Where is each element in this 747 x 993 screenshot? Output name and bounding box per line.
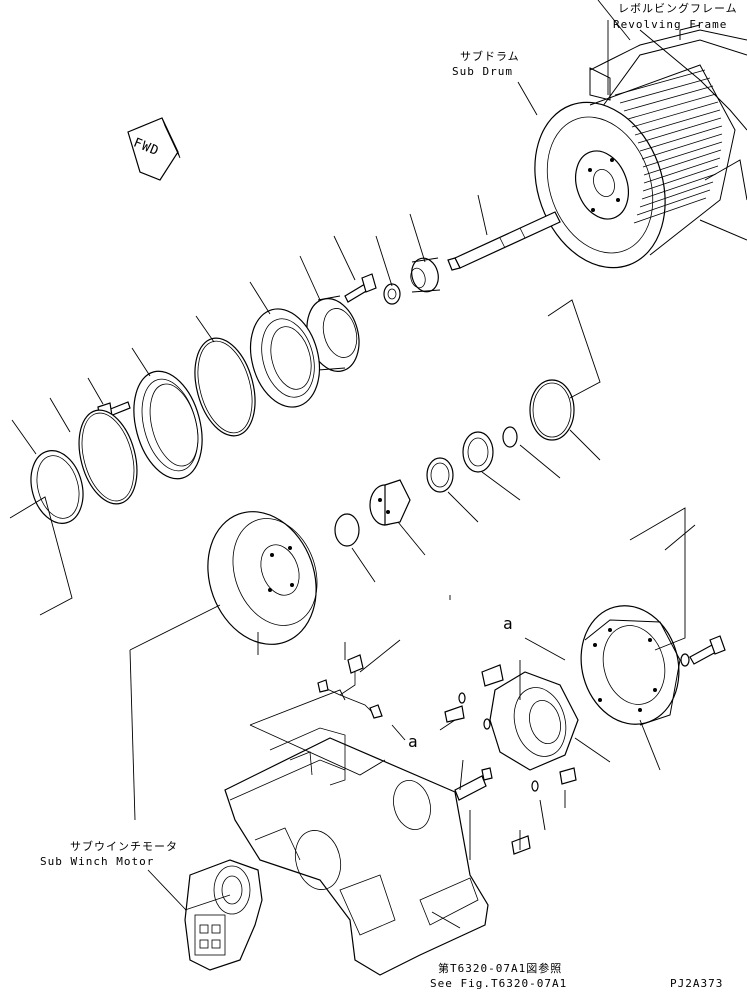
drawing-number: PJ2A373 bbox=[670, 977, 724, 990]
bearing-retainer bbox=[306, 295, 360, 372]
detail-a-label-top: a bbox=[503, 614, 514, 633]
roller-bearing bbox=[249, 308, 321, 408]
sub-drum bbox=[534, 64, 736, 269]
drive-shaft bbox=[447, 211, 561, 271]
sub-winch-motor-label-jp: サブウインチモータ bbox=[70, 840, 178, 853]
circlip bbox=[502, 426, 518, 448]
hex-bolt-upper bbox=[344, 273, 377, 303]
motor-bracket bbox=[489, 671, 579, 771]
see-fig-label-en: See Fig.T6320-07A1 bbox=[430, 977, 568, 990]
fwd-arrow bbox=[127, 117, 181, 181]
revolving-frame-label-en: Revolving Frame bbox=[613, 18, 728, 31]
seal-ring bbox=[30, 450, 84, 524]
cover-flange bbox=[133, 370, 203, 480]
snap-ring bbox=[78, 409, 138, 505]
detail-a-label-bottom: a bbox=[408, 732, 419, 751]
o-ring-large bbox=[194, 337, 256, 437]
bearing-small bbox=[462, 431, 494, 473]
revolving-frame-label-jp: レボルビングフレーム bbox=[618, 2, 738, 15]
sub-winch-motor bbox=[184, 859, 263, 971]
o-ring-small bbox=[334, 513, 360, 547]
hose-fitting bbox=[317, 654, 383, 719]
spacer-collar bbox=[410, 257, 441, 293]
lock-nut bbox=[383, 283, 401, 305]
brake-assembly bbox=[580, 605, 681, 726]
fitting-parts bbox=[444, 664, 577, 855]
o-ring-medium bbox=[529, 379, 575, 441]
drum-brake-disc bbox=[207, 511, 318, 645]
hex-bolt-right bbox=[680, 635, 726, 667]
see-fig-label-jp: 第T6320-07A1図参照 bbox=[438, 962, 563, 975]
leader-lines bbox=[9, 0, 696, 929]
revolving-frame bbox=[589, 24, 747, 241]
sub-drum-label-jp: サブドラム bbox=[460, 50, 520, 63]
sub-winch-motor-label-en: Sub Winch Motor bbox=[40, 855, 155, 868]
bushing bbox=[426, 457, 454, 493]
sub-drum-label-en: Sub Drum bbox=[452, 65, 513, 78]
winch-frame bbox=[224, 727, 489, 976]
coupling-hub bbox=[369, 479, 411, 526]
